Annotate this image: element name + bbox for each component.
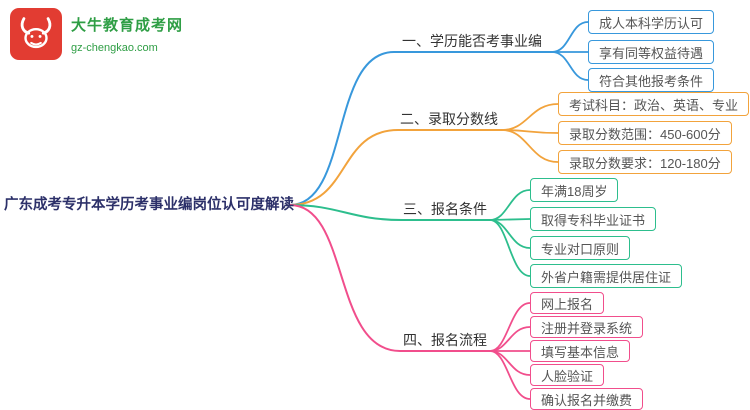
- leaf-node: 人脸验证: [530, 364, 605, 386]
- leaf-node: 录取分数范围：450-600分: [558, 121, 732, 145]
- brand-domain: gz-chengkao.com: [71, 42, 158, 54]
- branch-topic-3: 三、报名条件: [403, 201, 487, 217]
- leaf-node: 取得专科毕业证书: [530, 207, 657, 231]
- leaf-node: 确认报名并缴费: [530, 388, 644, 410]
- leaf-node: 符合其他报考条件: [588, 68, 715, 92]
- leaf-node: 成人本科学历认可: [588, 10, 715, 34]
- leaf-node: 专业对口原则: [530, 236, 631, 260]
- branch-topic-4: 四、报名流程: [403, 332, 487, 348]
- site-logo[interactable]: 大牛教育成考网 gz-chengkao.com: [10, 8, 183, 60]
- leaf-node: 外省户籍需提供居住证: [530, 264, 683, 288]
- leaf-node: 网上报名: [530, 292, 605, 314]
- leaf-node: 录取分数要求：120-180分: [558, 150, 732, 174]
- leaf-node: 考试科目：政治、英语、专业: [558, 92, 750, 116]
- root-topic: 广东成考专升本学历考事业编岗位认可度解读: [4, 197, 294, 213]
- branch-topic-2: 二、录取分数线: [400, 111, 498, 127]
- leaf-node: 注册并登录系统: [530, 316, 644, 338]
- leaf-node: 享有同等权益待遇: [588, 40, 715, 64]
- leaf-node: 年满18周岁: [530, 178, 619, 202]
- leaf-node: 填写基本信息: [530, 340, 631, 362]
- branch-topic-1: 一、学历能否考事业编: [402, 33, 542, 49]
- ox-logo-icon: [10, 8, 62, 60]
- brand-name: 大牛教育成考网: [71, 17, 184, 34]
